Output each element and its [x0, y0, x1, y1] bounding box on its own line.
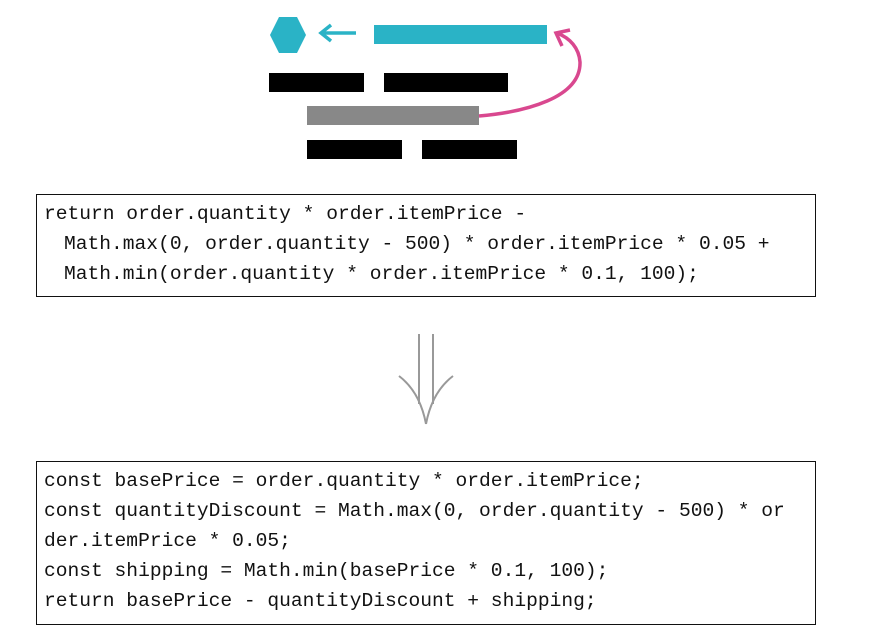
code-line: Math.min(order.quantity * order.itemPric…: [64, 263, 699, 285]
hexagon-icon: [270, 17, 306, 53]
statement-bar-4: [422, 140, 517, 159]
statement-bar-3: [307, 140, 402, 159]
extracted-variable-bar: [374, 25, 547, 44]
arrow-left-icon: [318, 23, 356, 43]
statement-bar-1: [269, 73, 364, 92]
statement-bar-2: [384, 73, 508, 92]
code-line: Math.max(0, order.quantity - 500) * orde…: [64, 233, 770, 255]
code-line: return basePrice - quantityDiscount + sh…: [44, 590, 597, 612]
double-arrow-down-icon: [398, 334, 454, 425]
expression-bar: [307, 106, 479, 125]
code-after: const basePrice = order.quantity * order…: [36, 461, 816, 625]
code-line: const quantityDiscount = Math.max(0, ord…: [44, 500, 785, 522]
code-line: return order.quantity * order.itemPrice …: [44, 203, 527, 225]
curved-arrow-icon: [478, 28, 582, 118]
code-line: der.itemPrice * 0.05;: [44, 530, 291, 552]
code-line: const basePrice = order.quantity * order…: [44, 470, 644, 492]
code-before: return order.quantity * order.itemPrice …: [36, 194, 816, 297]
code-line: const shipping = Math.min(basePrice * 0.…: [44, 560, 609, 582]
extract-variable-illustration: [269, 17, 582, 159]
